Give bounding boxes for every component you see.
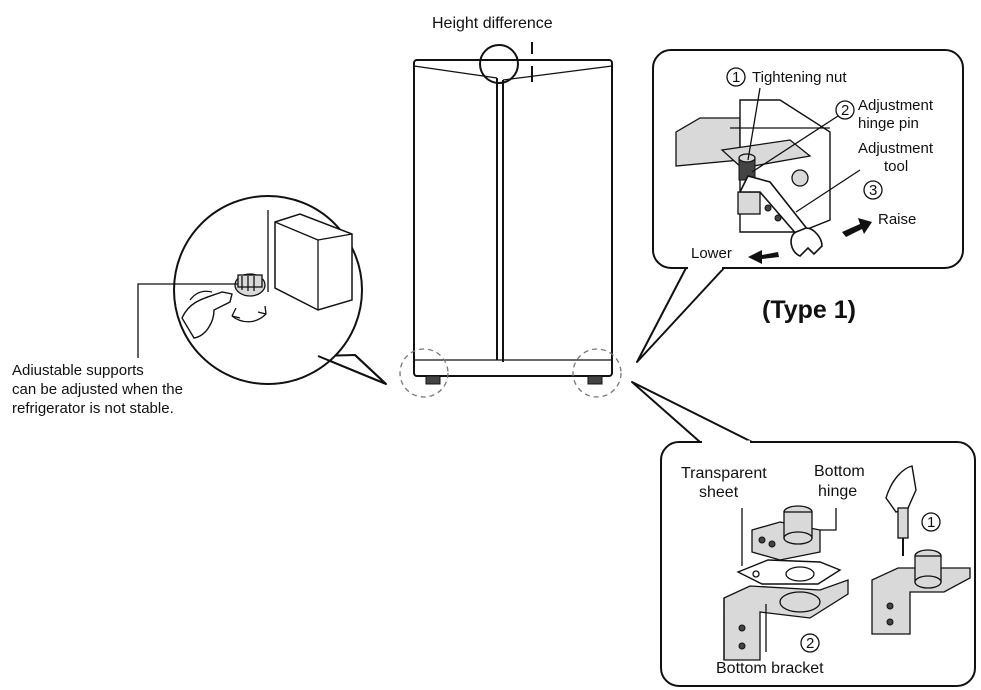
adjustment-hinge-pin-callout: 2 Adjustment hinge pin bbox=[835, 97, 934, 132]
adjustable-supports-line1: Adiustable supports bbox=[12, 362, 144, 379]
height-difference-label: Height difference bbox=[432, 15, 553, 32]
adjustable-supports-line2: can be adjusted when the bbox=[12, 381, 183, 398]
transparent-sheet-callout: Transparent sheet bbox=[681, 465, 767, 501]
bottom-hinge-label-line1: Bottom bbox=[814, 463, 865, 480]
tightening-nut-number: 1 bbox=[732, 69, 740, 86]
lower-arrow bbox=[748, 250, 779, 264]
step1-callout: 1 bbox=[921, 512, 941, 532]
refrigerator-front-view bbox=[413, 59, 613, 385]
adjustment-tool-label-line1: Adjustment bbox=[858, 140, 934, 157]
adjustable-supports-line3: refrigerator is not stable. bbox=[12, 400, 174, 417]
adjustment-hinge-pin-label-line2: hinge pin bbox=[858, 115, 919, 132]
adjustment-hinge-pin-label-line1: Adjustment bbox=[858, 97, 934, 114]
adjustment-tool-callout: Adjustment tool 3 bbox=[858, 140, 934, 200]
bottom-hinge-label-line2: hinge bbox=[818, 483, 857, 500]
tightening-nut-callout: 1 Tightening nut bbox=[726, 67, 847, 87]
hinge-adjustment-illustration bbox=[675, 99, 831, 257]
bottom-hinge-assembly-illustration bbox=[723, 465, 971, 661]
raise-label: Raise bbox=[878, 211, 916, 228]
height-difference-circle bbox=[479, 44, 519, 84]
transparent-sheet-label-line1: Transparent bbox=[681, 465, 767, 482]
step2-number: 2 bbox=[806, 635, 814, 652]
left-foot-highlight bbox=[399, 348, 449, 398]
adjustable-support-leader bbox=[137, 283, 238, 358]
step2-callout: 2 bbox=[800, 633, 820, 653]
step1-number: 1 bbox=[927, 514, 935, 531]
transparent-sheet-label-line2: sheet bbox=[699, 484, 739, 501]
adjustment-tool-label-line2: tool bbox=[884, 158, 908, 175]
left-magnifier bbox=[173, 195, 387, 385]
adjustment-hinge-pin-number: 2 bbox=[841, 102, 849, 119]
bottom-panel-leader-lines bbox=[741, 508, 837, 652]
adjustment-tool-number: 3 bbox=[869, 182, 877, 199]
bottom-bracket-label: Bottom bracket bbox=[716, 660, 824, 677]
right-foot-highlight bbox=[572, 348, 622, 398]
raise-arrow bbox=[842, 218, 872, 237]
lower-label: Lower bbox=[691, 245, 732, 262]
bottom-hinge-callout: Bottom hinge bbox=[814, 463, 865, 500]
type1-label: (Type 1) bbox=[762, 296, 856, 324]
type1-leader-lines bbox=[747, 87, 861, 213]
tightening-nut-label: Tightening nut bbox=[752, 69, 847, 86]
